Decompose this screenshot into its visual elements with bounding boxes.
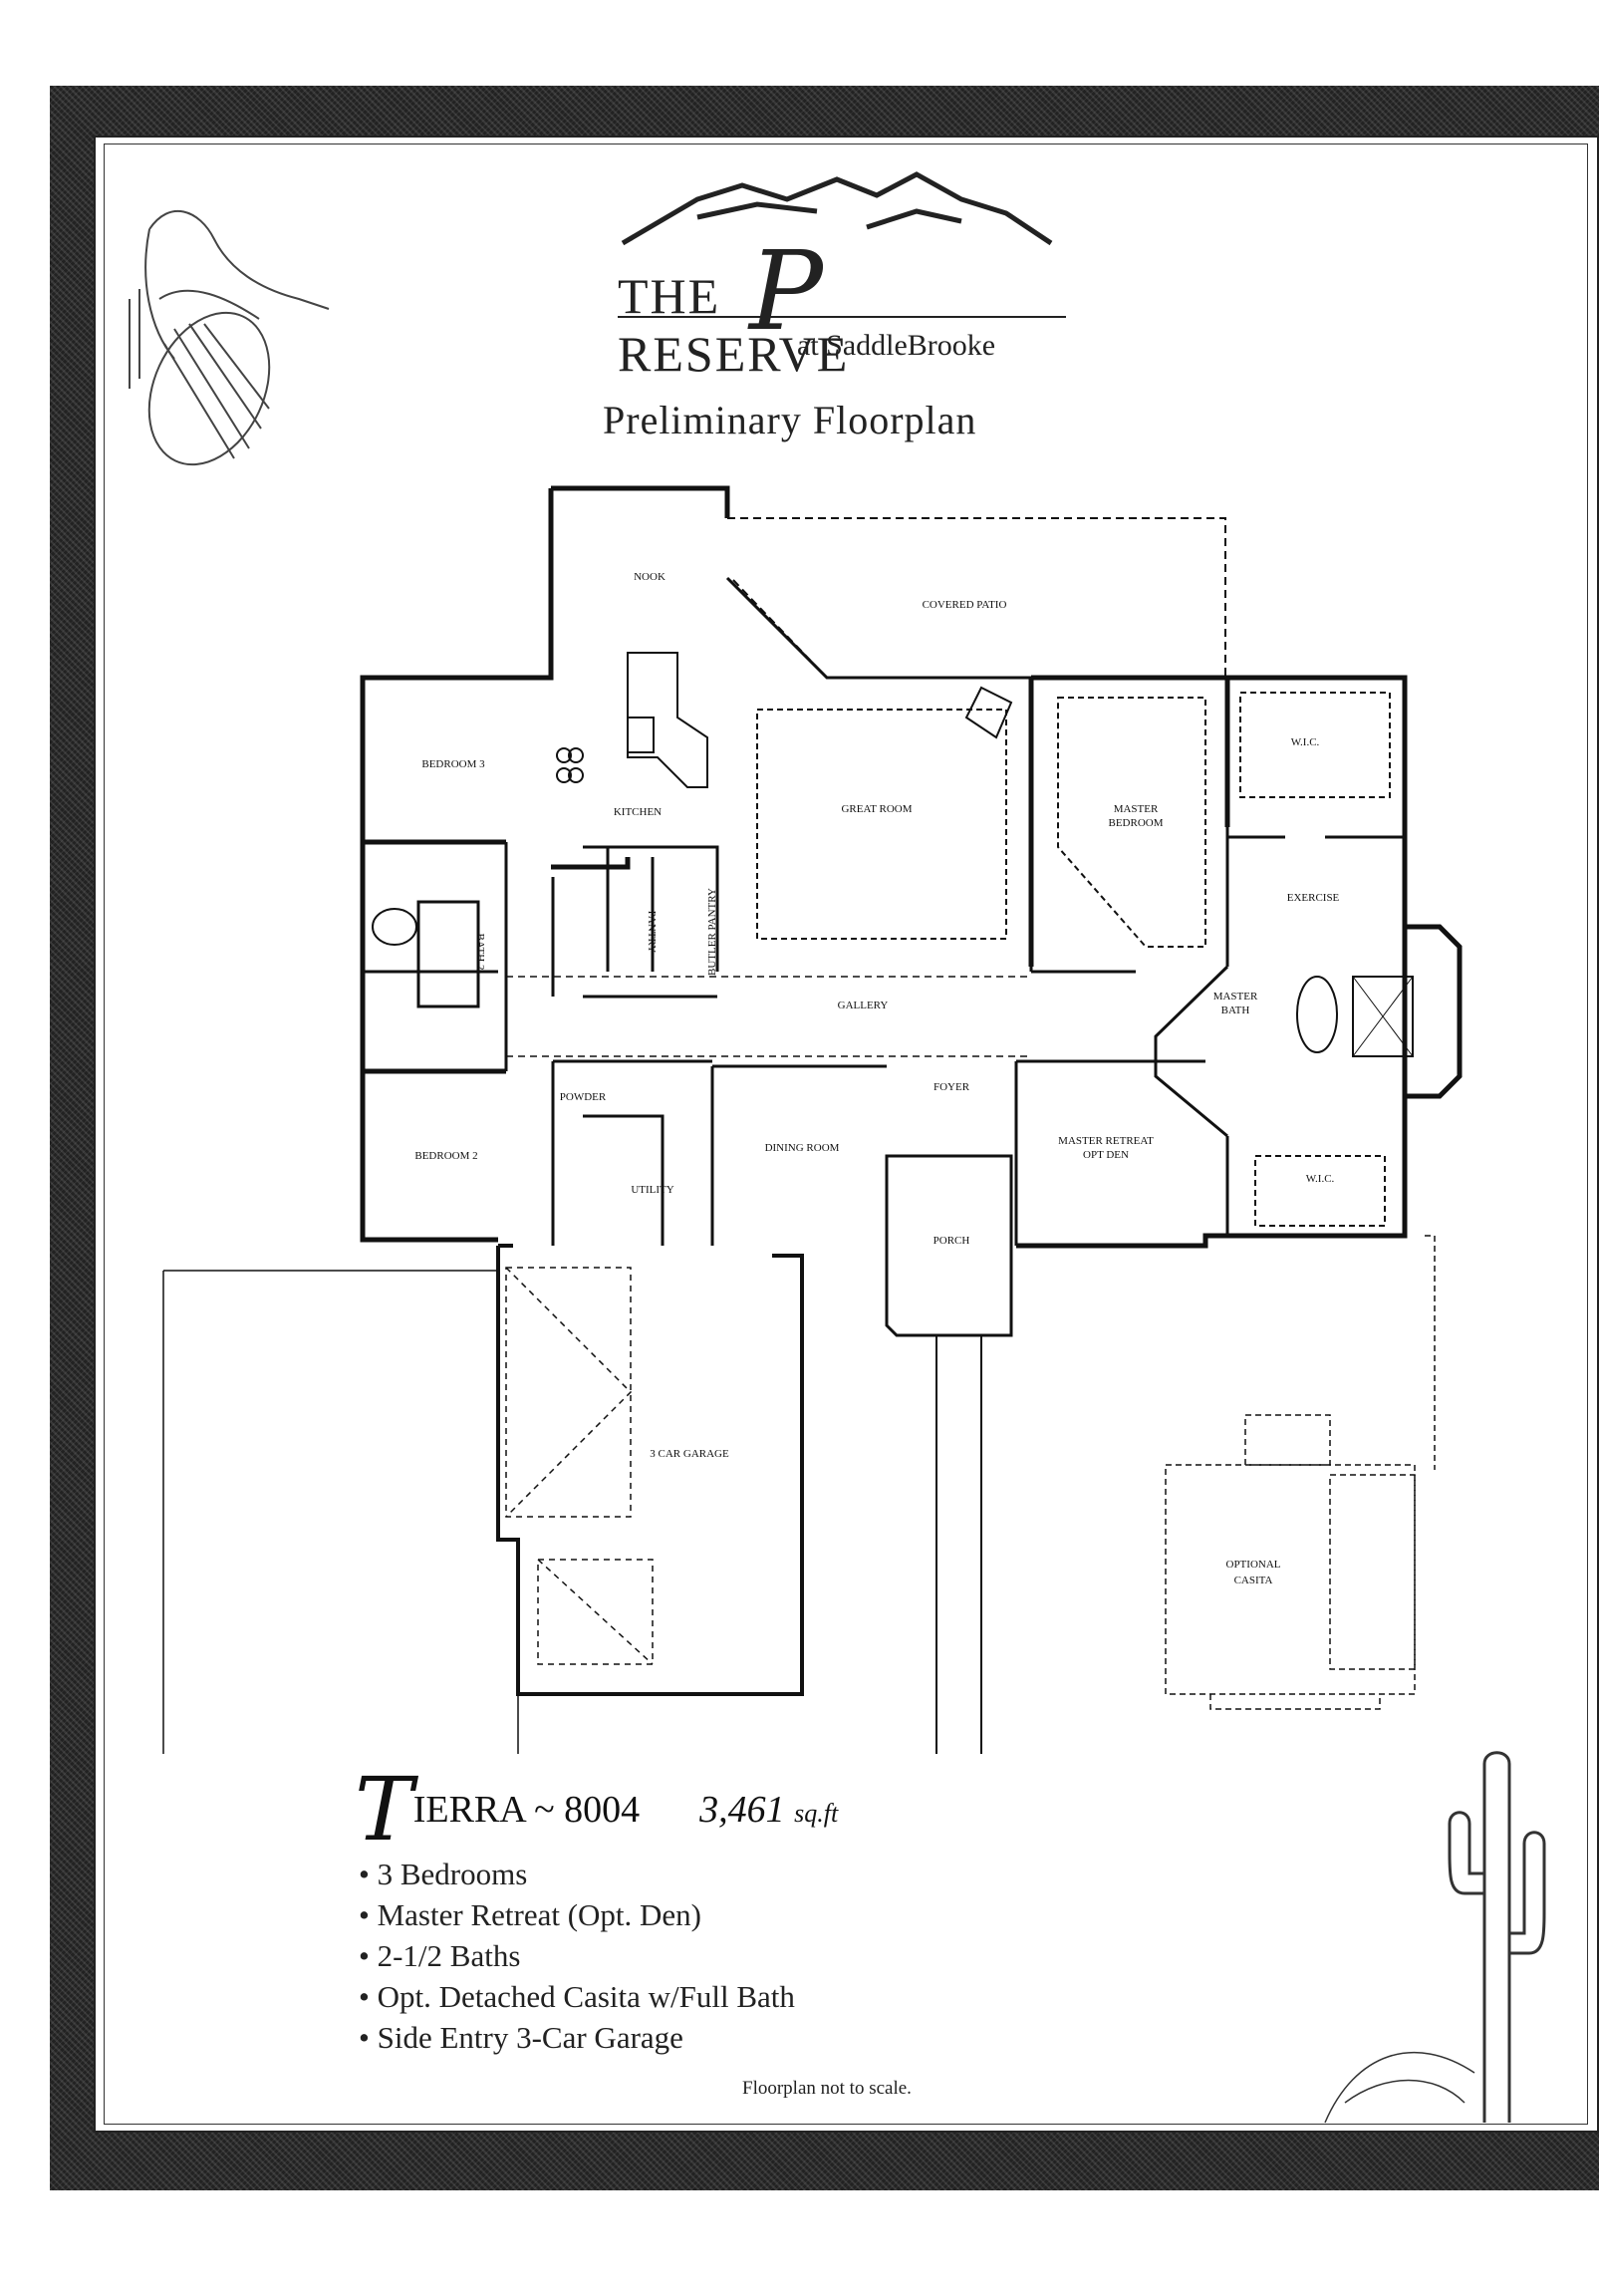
interior-walls	[363, 576, 1405, 1246]
porch-walls	[885, 1154, 1013, 1754]
room-label-master-bath-1: MASTER	[1213, 991, 1258, 1003]
room-label-master-bedroom-2: BEDROOM	[1108, 817, 1163, 829]
feature-item: Master Retreat (Opt. Den)	[359, 1894, 795, 1935]
model-initial: T	[355, 1758, 413, 1861]
brand-location: at SaddleBrooke	[797, 329, 996, 362]
feature-item: 3 Bedrooms	[359, 1854, 795, 1894]
room-label-exercise: EXERCISE	[1287, 892, 1340, 904]
model-heading: TIERRA ~ 8004 3,461 sq.ft	[355, 1758, 838, 1861]
room-label-master-retreat-2: OPT DEN	[1083, 1149, 1129, 1161]
page-panel	[94, 136, 1599, 2133]
casita-outline	[1165, 1235, 1436, 1710]
brand-the: THE	[618, 268, 721, 324]
room-label-kitchen: KITCHEN	[614, 806, 662, 818]
room-label-master-bath-2: BATH	[1221, 1004, 1250, 1016]
garage-walls	[496, 1244, 804, 1696]
bath2-tub	[372, 908, 417, 946]
feature-item: Opt. Detached Casita w/Full Bath	[359, 1976, 795, 2017]
driveway-outline	[162, 1270, 498, 1754]
feature-list: 3 Bedrooms Master Retreat (Opt. Den) 2-1…	[359, 1854, 795, 2058]
room-label-pantry: PANTRY	[646, 911, 658, 953]
room-label-garage: 3 CAR GARAGE	[650, 1448, 729, 1460]
gallery-outline	[506, 976, 1031, 1057]
room-label-bath2: BATH 2	[474, 934, 486, 971]
room-label-covered-patio: COVERED PATIO	[923, 599, 1007, 611]
brand-preserve: RESERVE	[618, 326, 850, 382]
model-sqft-unit: sq.ft	[794, 1799, 839, 1828]
page-title: Preliminary Floorplan	[603, 398, 977, 442]
cactus-wren-bird-illustration	[129, 210, 330, 466]
fireplace	[964, 686, 1013, 739]
room-label-powder: POWDER	[560, 1091, 607, 1103]
mountains-logo	[621, 171, 1053, 246]
room-label-wic-bottom: W.I.C.	[1306, 1173, 1335, 1185]
feature-item: 2-1/2 Baths	[359, 1935, 795, 1976]
room-label-master-bedroom-1: MASTER	[1114, 803, 1159, 815]
saguaro-cactus-illustration	[1324, 1751, 1546, 2124]
room-label-foyer: FOYER	[933, 1081, 970, 1093]
model-sqft-number: 3,461	[699, 1789, 785, 1831]
room-label-casita-1: OPTIONAL	[1226, 1559, 1281, 1571]
garage-doors	[505, 1267, 654, 1665]
room-label-utility: UTILITY	[631, 1184, 673, 1196]
feature-item: Side Entry 3-Car Garage	[359, 2017, 795, 2058]
scale-note: Floorplan not to scale.	[742, 2078, 912, 2099]
model-name: IERRA ~ 8004	[412, 1789, 641, 1831]
room-label-nook: NOOK	[634, 571, 666, 583]
room-label-butlers-pantry: BUTLER PANTRY	[706, 888, 718, 976]
master-tub	[1296, 976, 1338, 1053]
room-label-master-retreat-1: MASTER RETREAT	[1058, 1135, 1154, 1147]
master-shower	[1352, 976, 1414, 1057]
room-label-dining-room: DINING ROOM	[765, 1142, 840, 1154]
kitchen-island	[556, 652, 708, 788]
room-label-great-room: GREAT ROOM	[841, 803, 912, 815]
brand-title: THE RESERVE	[618, 267, 1056, 383]
room-label-porch: PORCH	[933, 1235, 970, 1247]
room-label-bedroom3: BEDROOM 3	[421, 758, 485, 770]
room-label-bedroom2: BEDROOM 2	[414, 1150, 477, 1162]
logo-script-p: P	[747, 227, 825, 355]
page-inner-rule	[104, 144, 1588, 2125]
room-label-wic-top: W.I.C.	[1291, 736, 1320, 748]
room-label-gallery: GALLERY	[838, 1000, 889, 1011]
room-label-casita-2: CASITA	[1234, 1575, 1273, 1586]
exterior-walls	[360, 485, 1463, 1249]
